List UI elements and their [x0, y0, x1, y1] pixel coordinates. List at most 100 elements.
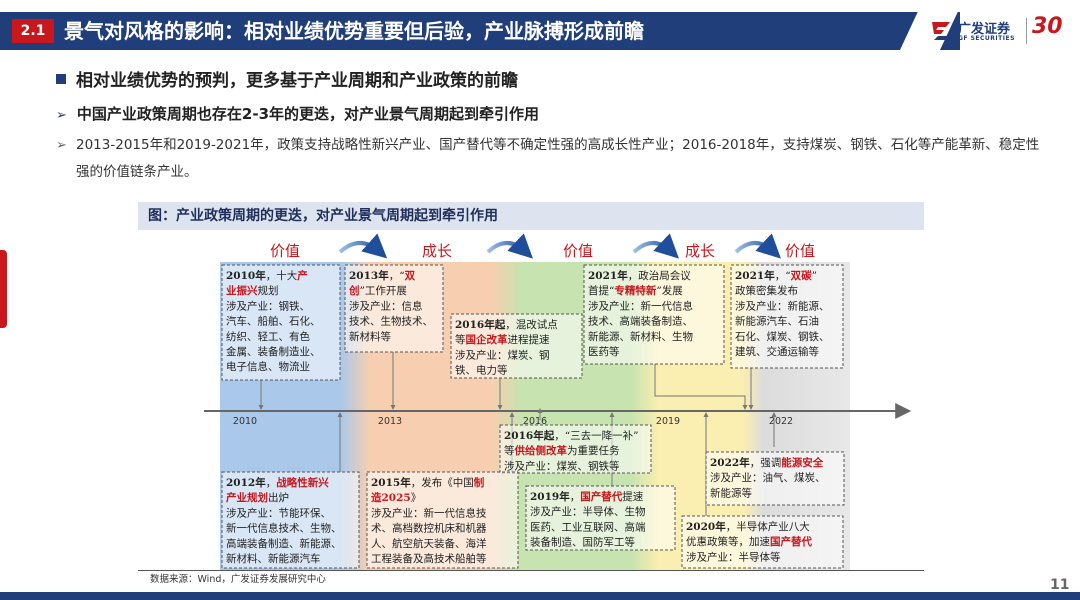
- event-segment: 装备制造、国防军工等: [530, 536, 635, 549]
- event-segment: 高端装备制造、新能源、: [226, 537, 342, 550]
- event-text-line: 建筑、交通运输等: [735, 345, 819, 358]
- policy-event-box: 2021年，“双碳”政策密集发布涉及产业：新能源、新能源汽车、石油石化、煤炭、钢…: [730, 264, 844, 369]
- event-highlight: 能源安全: [781, 456, 823, 469]
- timeline-year-label: 2016: [523, 416, 547, 427]
- event-text-line: 优惠政策等，加速国产替代: [686, 535, 812, 548]
- event-text-line: 涉及产业：油气、煤炭、: [710, 471, 826, 484]
- event-segment: 涉及产业：半导体、生物: [530, 505, 646, 518]
- policy-event-box: 2010年，十大产业振兴规划涉及产业：钢铁、汽车、船舶、石化、纺织、轻工、有色金…: [221, 264, 341, 381]
- event-text-line: 涉及产业：半导体等: [686, 550, 781, 563]
- figure-bottom-rule: [138, 570, 924, 571]
- event-text-line: 政策密集发布: [735, 284, 798, 297]
- policy-event-box: 2016年起，“三去一降一补”等供给侧改革为重要任务涉及产业：煤炭、钢铁等: [499, 424, 652, 474]
- event-segment: 新材料等: [349, 330, 391, 343]
- event-segment: 电子信息、物流业: [226, 360, 310, 373]
- event-segment: 》: [411, 492, 422, 504]
- event-year: 2021年: [588, 269, 628, 282]
- event-year: 2015年: [371, 476, 411, 489]
- event-text-line: 造2025》: [371, 491, 421, 504]
- event-segment: ，发布《中国: [411, 476, 474, 489]
- event-segment: 进程提速: [508, 334, 550, 346]
- event-text-line: 等供给侧改革为重要任务: [504, 444, 620, 457]
- event-year: 2012年: [226, 476, 266, 489]
- figure-title: 图：产业政策周期的更迭，对产业景气周期起到牵引作用: [138, 202, 924, 230]
- event-segment: 工程装备及高技术船舶等: [371, 552, 487, 565]
- event-text-line: 涉及产业：半导体、生物: [530, 505, 646, 518]
- event-text-line: 2021年，政治局会议: [588, 269, 691, 282]
- event-text-line: 涉及产业：节能环保、: [226, 506, 331, 519]
- event-segment: ”工作开展: [360, 285, 408, 297]
- event-segment: 石化、煤炭、钢铁、: [735, 330, 830, 343]
- event-highlight: 创: [348, 284, 360, 297]
- event-segment: 等: [455, 333, 466, 346]
- event-year: 2019年: [530, 490, 570, 503]
- cycle-arc-arrow-icon: [486, 233, 533, 259]
- event-box-frame: [583, 264, 725, 365]
- event-segment: 新一代信息技术、生物、: [226, 522, 342, 535]
- timeline-year-label: 2019: [656, 416, 680, 427]
- event-text-line: 医药等: [588, 345, 620, 358]
- event-segment: 新能源等: [710, 486, 752, 499]
- event-text-line: 2015年，发布《中国制: [371, 476, 484, 489]
- event-segment: ，混改试点: [505, 318, 558, 331]
- sub-heading-text: 中国产业政策周期也存在2-3年的更迭，对产业景气周期起到牵引作用: [76, 105, 540, 123]
- event-segment: ，十大: [266, 269, 298, 282]
- event-segment: 医药等: [588, 345, 620, 358]
- event-text-line: 技术、高端装备制造、: [588, 315, 693, 328]
- event-text: 2016年起，混改试点等国企改革进程提速涉及产业：煤炭、钢铁、电力等: [455, 318, 558, 377]
- event-year: 2020年: [686, 520, 726, 533]
- policy-event-box: 2019年，国产替代提速涉及产业：半导体、生物医药、工业互联网、高端装备制造、国…: [525, 485, 676, 551]
- event-segment: 人、航空航天装备、海洋: [371, 537, 487, 550]
- event-segment: 首提“: [588, 284, 614, 297]
- policy-event-box: 2016年起，混改试点等国企改革进程提速涉及产业：煤炭、钢铁、电力等: [450, 313, 583, 379]
- event-box-frame: [681, 515, 844, 569]
- event-year: 2010年: [226, 269, 266, 282]
- policy-event-box: 2022年，强调能源安全涉及产业：油气、煤炭、新能源等: [705, 451, 845, 506]
- event-highlight: 业振兴: [226, 284, 258, 297]
- event-box-frame: [221, 471, 360, 569]
- event-highlight: 双碳: [790, 269, 812, 282]
- event-segment: 涉及产业：钢铁、: [226, 299, 310, 312]
- event-text: 2010年，十大产业振兴规划涉及产业：钢铁、汽车、船舶、石化、纺织、轻工、有色金…: [226, 269, 321, 373]
- event-text-line: 首提“专精特新”发展: [588, 284, 683, 297]
- event-segment: 技术、生物技术、: [349, 315, 433, 328]
- square-bullet-icon: [56, 74, 66, 84]
- event-highlight: 产业规划: [226, 491, 268, 504]
- policy-event-box: 2021年，政治局会议首提“专精特新”发展涉及产业：新一代信息技术、高端装备制造…: [583, 264, 725, 365]
- cycle-arc-arrow-icon: [734, 233, 781, 259]
- event-text-line: 2016年起，“三去一降一补”: [504, 429, 638, 442]
- event-segment: 铁、电力等: [455, 364, 508, 377]
- event-text-line: 石化、煤炭、钢铁、: [735, 330, 830, 343]
- event-segment: 医药、工业互联网、高端: [530, 520, 646, 533]
- event-segment: 涉及产业：新一代信息: [588, 299, 693, 312]
- footer-bar: [0, 592, 1080, 600]
- connector-arrow: [654, 364, 748, 410]
- anniversary-mark: 30: [1032, 14, 1063, 39]
- phase-label: 价值: [563, 242, 593, 260]
- event-segment: 金属、装备制造业、: [226, 345, 321, 358]
- slide-header: 2.1 景气对风格的影响：相对业绩优势重要但后验，产业脉搏形成前瞻 广发证券 G…: [0, 0, 1080, 56]
- phase-label: 价值: [785, 242, 815, 260]
- event-segment: 新材料、新能源汽车: [226, 552, 321, 565]
- arrow-bullet-icon: ➢: [56, 138, 67, 153]
- event-segment: 优惠政策等，加速: [686, 535, 770, 548]
- event-segment: 纺织、轻工、有色: [226, 330, 310, 343]
- event-box-frame: [525, 485, 676, 551]
- event-segment: 涉及产业：节能环保、: [226, 506, 331, 519]
- timeline-year-label: 2010: [233, 416, 257, 427]
- event-text: 2012年，战略性新兴产业规划出炉涉及产业：节能环保、新一代信息技术、生物、高端…: [226, 476, 342, 565]
- phase-label: 成长: [422, 242, 452, 260]
- timeline-year-label: 2022: [769, 416, 793, 427]
- event-text-line: 2020年，半导体产业八大: [686, 520, 810, 533]
- event-text: 2022年，强调能源安全涉及产业：油气、煤炭、新能源等: [710, 456, 826, 499]
- header-bar: [0, 12, 960, 50]
- slide-title: 景气对风格的影响：相对业绩优势重要但后验，产业脉搏形成前瞻: [64, 19, 644, 43]
- event-segment: 涉及产业：油气、煤炭、: [710, 471, 826, 484]
- event-text-line: 高端装备制造、新能源、: [226, 537, 342, 550]
- phase-label: 成长: [685, 242, 715, 260]
- event-text-line: 涉及产业：钢铁、: [226, 299, 310, 312]
- event-box-frame: [344, 264, 444, 353]
- event-box-frame: [499, 424, 652, 474]
- event-text-line: 2022年，强调能源安全: [710, 456, 824, 469]
